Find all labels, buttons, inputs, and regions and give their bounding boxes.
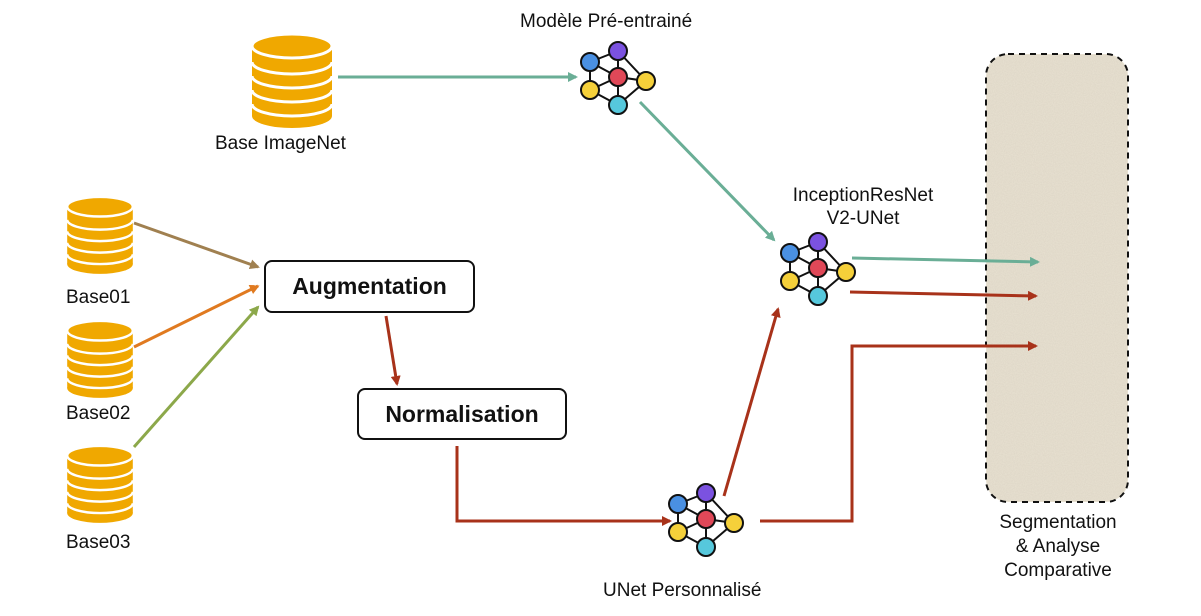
arrow-inception-red-to-output — [849, 290, 1038, 301]
label-output: Segmentation & Analyse Comparative — [972, 511, 1144, 583]
label-base03: Base03 — [66, 532, 131, 553]
network-icon-inception — [780, 232, 856, 306]
arrow-augmentation-to-normalisation — [384, 315, 401, 386]
database-icon-base03 — [65, 444, 135, 525]
arrow-base01-to-augmentation — [133, 221, 260, 270]
arrow-inception-teal-to-output — [851, 256, 1040, 267]
database-icon-base01 — [65, 195, 135, 276]
database-icon-imagenet — [250, 32, 334, 130]
label-output-line3: Comparative — [1004, 560, 1112, 581]
output-panel — [985, 53, 1129, 503]
normalisation-box: Normalisation — [357, 388, 567, 440]
arrow-unet-to-inception — [722, 307, 781, 497]
label-inception: InceptionResNet V2-UNet — [778, 184, 948, 230]
arrow-base02-to-augmentation — [133, 284, 260, 349]
arrow-pretrained-to-inception — [638, 100, 776, 242]
label-inception-line1: InceptionResNet — [792, 185, 934, 206]
network-icon-unet — [668, 483, 744, 557]
network-icon-pretrained — [580, 41, 656, 115]
arrow-unet-to-output — [760, 341, 1038, 523]
label-inception-line2: V2-UNet — [826, 208, 900, 229]
label-pretrained-model: Modèle Pré-entrainé — [520, 11, 693, 32]
database-icon-base02 — [65, 319, 135, 400]
label-base-imagenet: Base ImageNet — [215, 133, 346, 154]
label-base02: Base02 — [66, 403, 131, 424]
arrow-normalisation-to-unet — [455, 446, 672, 526]
label-output-line2: & Analyse — [1015, 536, 1101, 557]
label-base01: Base01 — [66, 287, 131, 308]
arrow-base03-to-augmentation — [132, 305, 260, 448]
label-unet-custom: UNet Personnalisé — [603, 580, 762, 601]
label-output-line1: Segmentation — [999, 512, 1117, 533]
augmentation-box: Augmentation — [264, 260, 475, 313]
